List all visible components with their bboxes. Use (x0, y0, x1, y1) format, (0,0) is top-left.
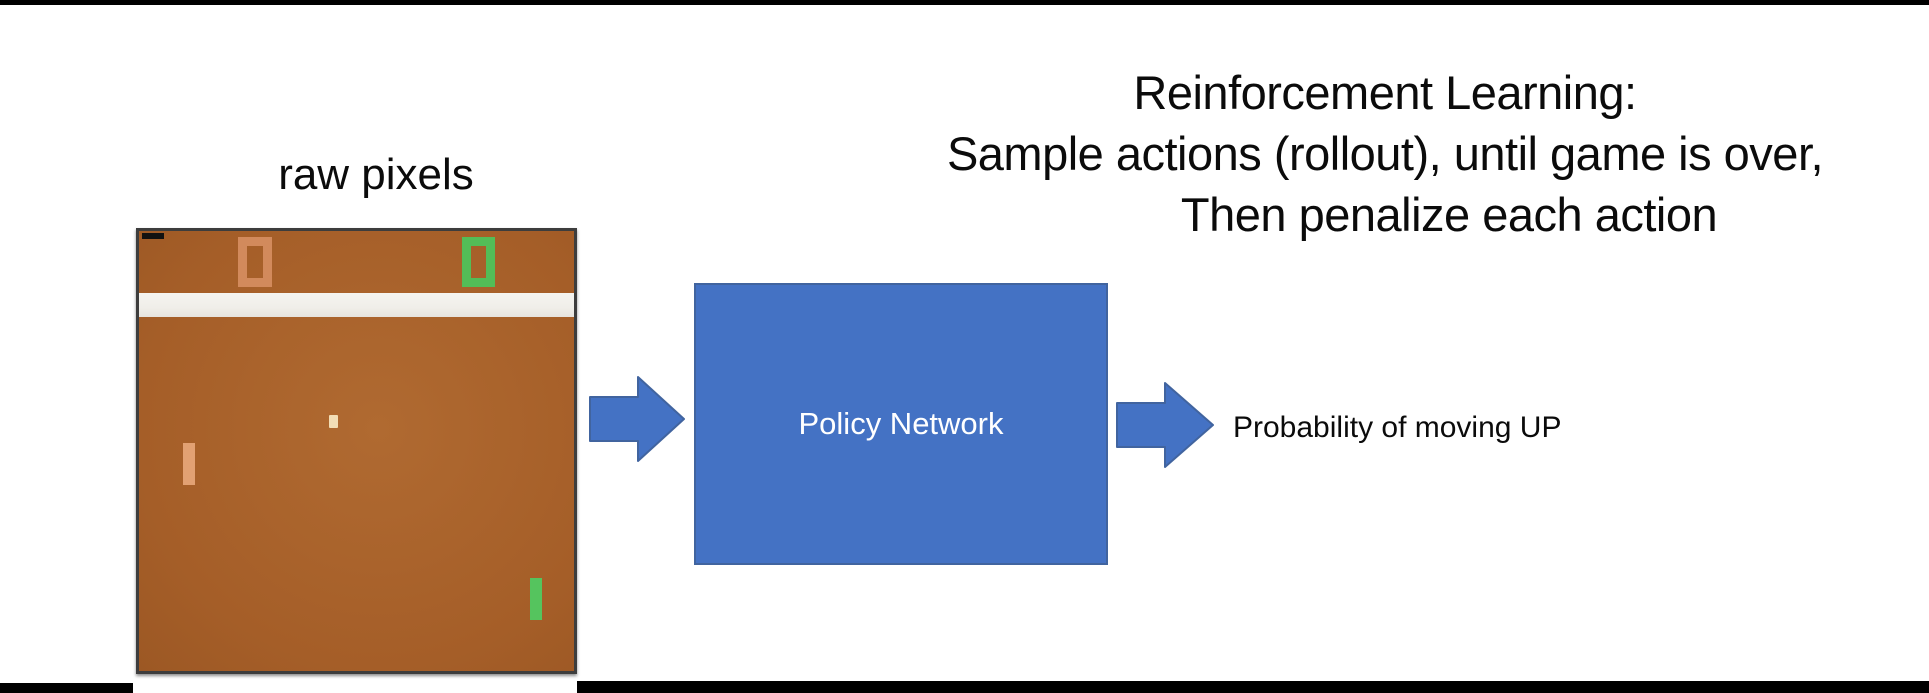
green-paddle-icon (530, 578, 542, 620)
input-arrow-icon (589, 376, 685, 462)
score-divider-band (139, 293, 574, 317)
title-line-3: Then penalize each action (1180, 188, 1718, 241)
ball-icon (329, 415, 338, 428)
title-line-1: Reinforcement Learning: (1133, 66, 1637, 119)
bottom-black-bar-left (0, 683, 133, 693)
raw-pixels-label: raw pixels (278, 150, 474, 199)
orange-paddle-icon (183, 443, 195, 485)
policy-network-box: Policy Network (694, 283, 1108, 565)
probability-label: Probability of moving UP (1233, 411, 1562, 444)
orange-score-zero-icon (238, 237, 272, 287)
policy-network-label: Policy Network (798, 406, 1004, 441)
output-arrow-icon (1116, 382, 1214, 468)
bottom-black-bar-right (577, 681, 1929, 693)
title-line-2: Sample actions (rollout), until game is … (946, 127, 1824, 180)
green-score-zero-icon (462, 237, 495, 287)
slide-title: Reinforcement Learning: Sample actions (… (840, 62, 1929, 245)
top-black-bar (0, 0, 1929, 5)
top-left-notch (142, 233, 164, 239)
pong-game-screenshot (136, 228, 577, 674)
